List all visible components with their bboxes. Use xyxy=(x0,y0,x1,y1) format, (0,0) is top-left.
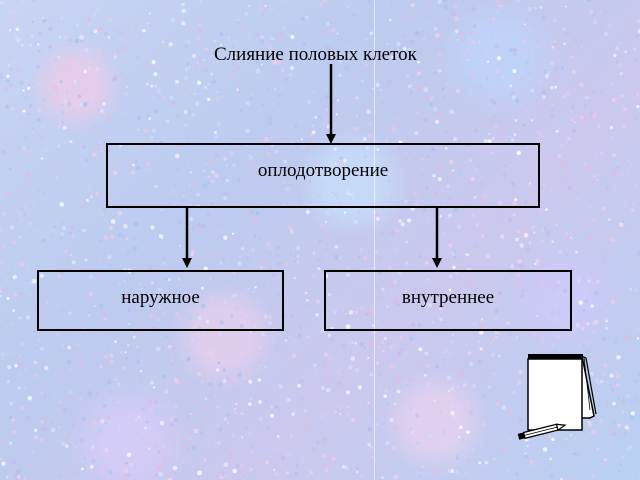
arrow-top-to-center-head xyxy=(326,134,336,144)
center-box: оплодотворение xyxy=(106,143,540,208)
notepad-pencil-clipart-icon xyxy=(517,354,597,440)
top-label: Слияние половых клеток xyxy=(214,44,417,65)
left-box: наружное xyxy=(37,270,284,331)
center-box-label: оплодотворение xyxy=(257,159,389,181)
left-box-label: наружное xyxy=(121,286,200,308)
right-box: внутреннее xyxy=(324,270,572,331)
arrow-center-to-right-head xyxy=(432,258,442,268)
right-box-label: внутреннее xyxy=(401,286,495,308)
background-divider xyxy=(374,0,375,480)
arrow-center-to-left-head xyxy=(182,258,192,268)
